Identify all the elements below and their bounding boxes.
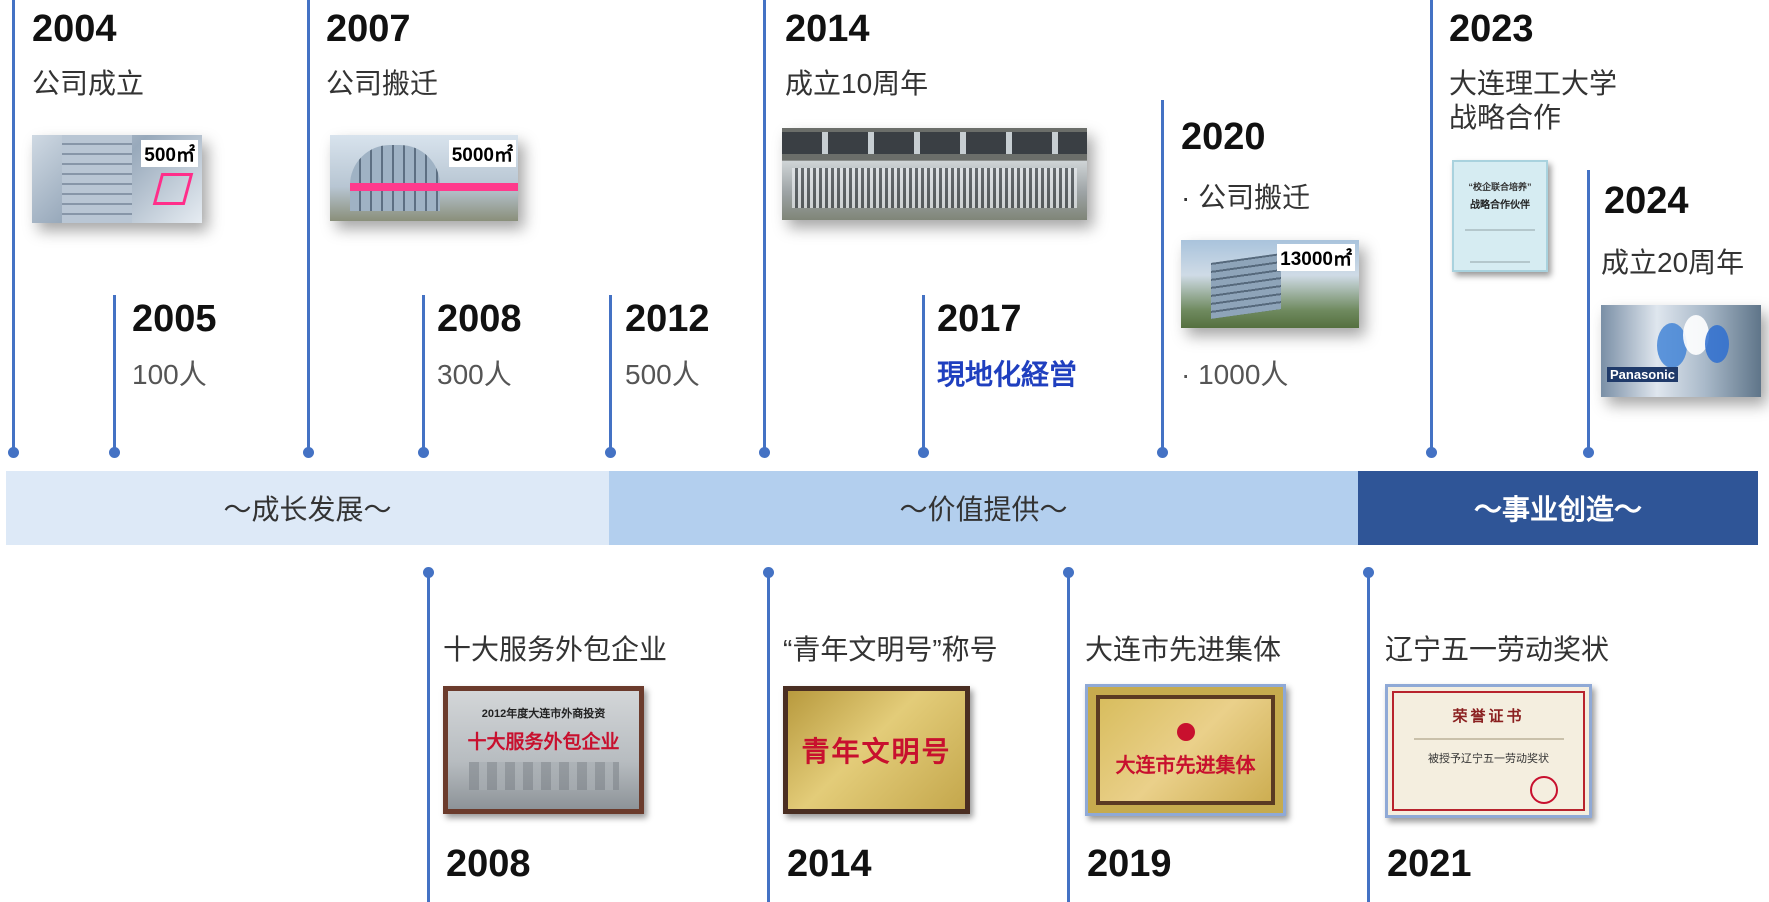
label-300-people: 300人	[437, 359, 512, 390]
timeline-line-2007	[307, 0, 310, 452]
area-5000: 5000㎡	[448, 140, 516, 167]
timeline-line-2005	[113, 295, 116, 452]
year-2017: 2017	[937, 298, 1022, 340]
timeline-dot-2007	[303, 447, 314, 458]
award-plaque-2008-header: 2012年度大连市外商投资	[481, 708, 606, 720]
area-500: 500㎡	[141, 140, 198, 167]
award-plaque-2021-header: 荣誉证书	[1452, 708, 1525, 725]
panasonic-sign: Panasonic	[1607, 367, 1679, 382]
award-title-2008: 十大服务外包企业	[443, 634, 668, 665]
award-year-2014: 2014	[787, 843, 872, 885]
award-plaque-2014: 青年文明号	[783, 686, 970, 814]
award-title-2021: 辽宁五一劳动奖状	[1385, 634, 1610, 665]
timeline-line-2024	[1587, 170, 1590, 452]
label-company-relocated-2020: · 公司搬迁	[1181, 182, 1311, 213]
award-year-2008: 2008	[446, 843, 531, 885]
award-line-2021	[1367, 572, 1370, 902]
award-plaque-2014-main: 青年文明号	[801, 735, 952, 768]
year-2024: 2024	[1604, 180, 1689, 222]
timeline-dot-2023	[1426, 447, 1437, 458]
photo-office-2004: 500㎡	[32, 135, 202, 223]
label-500-people: 500人	[625, 359, 700, 390]
timeline-line-2008	[422, 295, 425, 452]
band-business-label: ～事业创造～	[1473, 494, 1642, 525]
award-plaque-2021: 荣誉证书 被授予辽宁五一劳动奖状	[1385, 684, 1592, 818]
year-2005: 2005	[132, 298, 217, 340]
timeline-line-2023	[1430, 0, 1433, 452]
award-plaque-2008-main: 十大服务外包企业	[467, 732, 620, 753]
label-dut-line1: 大连理工大学	[1449, 68, 1618, 99]
award-plaque-2019-main: 大连市先进集体	[1115, 754, 1256, 777]
year-2014-top: 2014	[785, 8, 870, 50]
label-10th-anniversary: 成立10周年	[785, 68, 929, 99]
award-year-2019: 2019	[1087, 843, 1172, 885]
year-2012: 2012	[625, 298, 710, 340]
award-title-2014: “青年文明号”称号	[783, 634, 998, 665]
year-2023: 2023	[1449, 8, 1534, 50]
band-growth-label: ～成长发展～	[223, 494, 392, 525]
year-2004: 2004	[32, 8, 117, 50]
award-plaque-2021-main: 被授予辽宁五一劳动奖状	[1428, 753, 1549, 765]
band-business: ～事业创造～	[1358, 471, 1758, 545]
photo-anniversary-2024: Panasonic	[1601, 305, 1761, 397]
award-plaque-2019: 大连市先进集体	[1085, 684, 1286, 816]
label-dut-line2: 战略合作	[1449, 102, 1562, 133]
timeline-line-2017	[922, 295, 925, 452]
award-line-2019	[1067, 572, 1070, 902]
label-20th-anniversary: 成立20周年	[1601, 247, 1745, 278]
award-plaque-2008: 2012年度大连市外商投资 十大服务外包企业	[443, 686, 644, 814]
band-value: ～价值提供～	[609, 471, 1358, 545]
timeline-dot-2004	[8, 447, 19, 458]
timeline-line-2012	[609, 295, 612, 452]
year-2007: 2007	[326, 8, 411, 50]
award-title-2019: 大连市先进集体	[1085, 634, 1282, 665]
band-value-label: ～价值提供～	[899, 494, 1068, 525]
photo-office-2007: 5000㎡	[330, 135, 518, 221]
timeline-dot-2020	[1157, 447, 1168, 458]
timeline-dot-2005	[109, 447, 120, 458]
label-1000-people: · 1000人	[1181, 359, 1289, 390]
award-line-2008	[427, 572, 430, 902]
award-line-2014	[767, 572, 770, 902]
timeline-line-2004	[12, 0, 15, 452]
label-localization: 現地化経営	[937, 359, 1078, 390]
award-year-2021: 2021	[1387, 843, 1472, 885]
timeline-dot-2017	[918, 447, 929, 458]
band-growth: ～成长发展～	[6, 471, 609, 545]
timeline-dot-2012	[605, 447, 616, 458]
timeline-dot-2008	[418, 447, 429, 458]
label-company-relocated: 公司搬迁	[326, 68, 439, 99]
certificate-dut: “校企联合培养” 战略合作伙伴	[1452, 160, 1548, 272]
timeline-line-2014	[763, 0, 766, 452]
year-2008-top: 2008	[437, 298, 522, 340]
label-company-founded: 公司成立	[32, 68, 145, 99]
timeline-dot-2024	[1583, 447, 1594, 458]
label-100-people: 100人	[132, 359, 207, 390]
timeline-dot-2014	[759, 447, 770, 458]
photo-group-2014	[782, 128, 1087, 220]
photo-office-2020: 13000㎡	[1181, 240, 1359, 328]
year-2020: 2020	[1181, 116, 1266, 158]
certificate-dut-title: “校企联合培养”	[1468, 182, 1532, 192]
area-13000: 13000㎡	[1277, 244, 1355, 271]
certificate-dut-subtitle: 战略合作伙伴	[1470, 200, 1530, 211]
timeline-line-2020	[1161, 100, 1164, 452]
